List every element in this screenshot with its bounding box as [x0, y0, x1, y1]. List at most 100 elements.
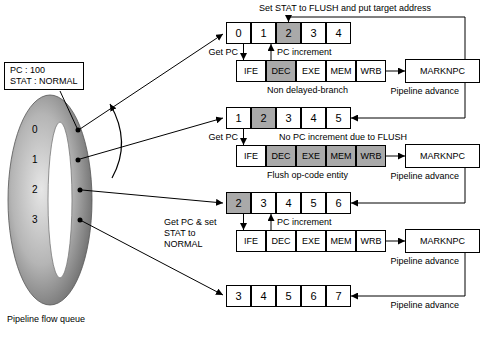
node-text: 2 — [235, 197, 241, 209]
edge-label: Get PC — [207, 47, 239, 58]
annotation-box: Pipeline advance — [389, 300, 460, 311]
queue-cell: 1 — [251, 22, 276, 44]
pipeline-stage: MEM — [326, 145, 356, 167]
queue-cell: 5 — [326, 107, 351, 129]
queue-cell: 3 — [276, 107, 301, 129]
annotation-box: Flush op-code entity — [266, 170, 349, 181]
queue-cell: 2 — [251, 107, 276, 129]
node-text: MEM — [331, 66, 352, 76]
slot-number-box: 2 — [31, 184, 39, 195]
queue-cell: 0 — [226, 22, 251, 44]
pipeline-stage: WRB — [356, 230, 386, 252]
flow-arrow — [243, 214, 244, 230]
node-text: MEM — [331, 236, 352, 246]
edge-label-box: Pipeline advance — [389, 171, 460, 182]
node-text: 4 — [310, 112, 316, 124]
edge-label: Get PC — [207, 132, 239, 143]
node-text: 6 — [310, 290, 316, 302]
edge-label: Pipeline advance — [389, 171, 460, 182]
slot-number-box: 1 — [31, 154, 39, 165]
pipeline-stage: IFE — [236, 145, 266, 167]
queue-cell: 6 — [326, 192, 351, 214]
leader-line — [60, 91, 77, 128]
pipeline-stage: IFE — [236, 60, 266, 82]
edge-label-box: Get PC — [207, 47, 239, 58]
node-text: MEM — [331, 151, 352, 161]
node-text: WRB — [361, 151, 382, 161]
slot-dot — [76, 128, 81, 133]
callout-number: 1 — [31, 154, 39, 165]
edge-label: PC increment — [276, 47, 333, 58]
annotation: Pipeline flow queue — [6, 314, 86, 325]
flow-arrow — [271, 44, 272, 60]
node-text: 4 — [260, 290, 266, 302]
pipeline-stage: DEC — [266, 60, 296, 82]
marknpc-box: MARKNPC — [405, 229, 480, 253]
node-text: EXE — [302, 151, 320, 161]
node-text: 2 — [260, 112, 266, 124]
annotation: Pipeline advance — [389, 300, 460, 311]
edge-label: Pipeline advance — [389, 256, 460, 267]
annotation: No PC increment due to FLUSH — [278, 132, 408, 143]
node-text: 5 — [285, 290, 291, 302]
node-text: MARKNPC — [420, 236, 465, 246]
pipeline-stage: WRB — [356, 60, 386, 82]
edge-label: PC increment — [276, 217, 333, 228]
node-text: 3 — [310, 27, 316, 39]
pipeline-stage: EXE — [296, 145, 326, 167]
node-text: EXE — [302, 66, 320, 76]
pipeline-stage: EXE — [296, 230, 326, 252]
slot-arrow — [82, 190, 223, 203]
queue-cell: 2 — [226, 192, 251, 214]
callout-number: 2 — [31, 184, 39, 195]
node-text: PC : 100 — [10, 65, 78, 76]
edge-label-box: Get PC — [207, 132, 239, 143]
queue-cell: 5 — [301, 192, 326, 214]
edge-label-box: PC increment — [276, 47, 333, 58]
queue-cell: 4 — [276, 192, 301, 214]
node-text: 3 — [285, 112, 291, 124]
edge-label-box: Get PC & set STAT to NORMAL — [163, 217, 233, 250]
slot-number-box: 3 — [31, 214, 39, 225]
node-text: WRB — [361, 236, 382, 246]
queue-cell: 4 — [301, 107, 326, 129]
node-text: WRB — [361, 66, 382, 76]
flow-arrow — [386, 156, 405, 157]
flow-arrow — [243, 44, 244, 60]
slot-dot — [78, 188, 83, 193]
marknpc-box: MARKNPC — [405, 59, 480, 83]
queue-cell: 4 — [251, 285, 276, 307]
queue-cell: 6 — [301, 285, 326, 307]
node-text: DEC — [271, 66, 290, 76]
edge-label-box: PC increment — [276, 217, 333, 228]
annotation-box: Pipeline flow queue — [6, 314, 86, 325]
edge-label: Set STAT to FLUSH and put target address — [258, 3, 432, 14]
annotation-box: No PC increment due to FLUSH — [278, 132, 408, 143]
marknpc-box: MARKNPC — [405, 144, 480, 168]
flow-arrow — [351, 83, 465, 118]
pipeline-stage: MEM — [326, 230, 356, 252]
slot-number-box: 0 — [31, 124, 39, 135]
node-text: 7 — [335, 290, 341, 302]
callout-box: PC : 100STAT : NORMAL — [4, 62, 84, 90]
queue-cell: 3 — [226, 285, 251, 307]
flow-arrow — [351, 253, 465, 296]
ring-body — [8, 95, 92, 305]
edge-label: Get PC & set STAT to NORMAL — [163, 217, 233, 250]
node-text: IFE — [244, 66, 258, 76]
node-text: 1 — [235, 112, 241, 124]
queue-cell: 7 — [326, 285, 351, 307]
node-text: 4 — [285, 197, 291, 209]
queue-cell: 2 — [276, 22, 301, 44]
queue-cell: 3 — [301, 22, 326, 44]
node-text: MARKNPC — [420, 151, 465, 161]
pipeline-stage: DEC — [266, 230, 296, 252]
pipeline-stage: DEC — [266, 145, 296, 167]
node-text: MARKNPC — [420, 66, 465, 76]
annotation: Flush op-code entity — [266, 170, 349, 181]
node-text: EXE — [302, 236, 320, 246]
callout-number: 0 — [31, 124, 39, 135]
flow-arrow — [271, 214, 272, 230]
node-text: 3 — [235, 290, 241, 302]
